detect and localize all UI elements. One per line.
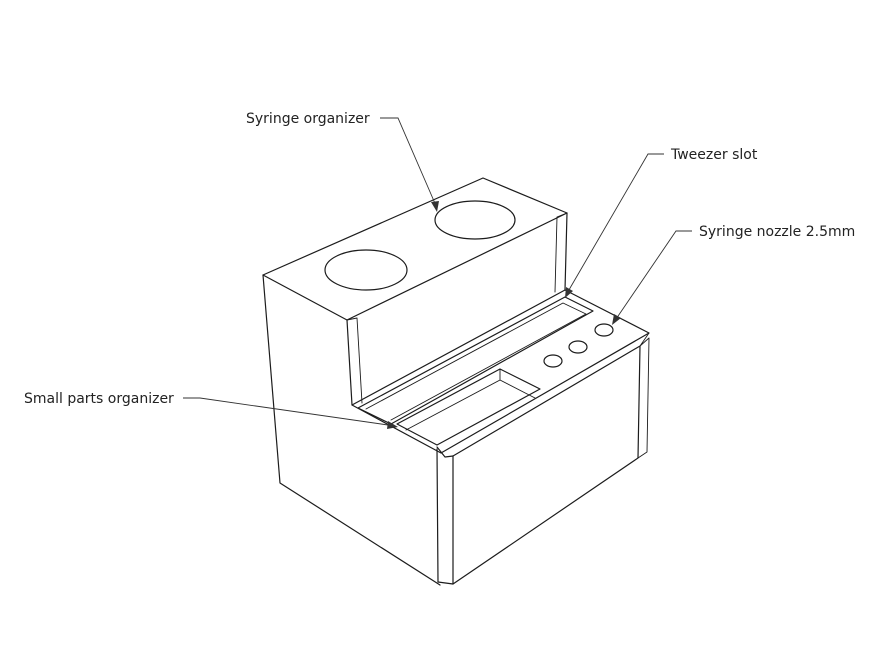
tall-block-front-chamfer: [346, 212, 568, 404]
small-parts-pocket-inner: [405, 368, 536, 431]
syringe-hole-left: [324, 249, 408, 291]
leader-small-parts: [183, 397, 396, 427]
low-section-corner-chamfer: [436, 446, 454, 458]
arrowhead-small-parts: [387, 421, 398, 429]
nozzle-hole-2: [568, 340, 588, 354]
nozzle-hole-1: [543, 354, 563, 368]
low-section-right-face: [437, 345, 641, 585]
tall-block-top-face: [262, 177, 568, 321]
label-syringe-organizer: Syringe organizer: [246, 111, 370, 127]
label-syringe-nozzle: Syringe nozzle 2.5mm: [699, 224, 855, 240]
low-section: [351, 289, 650, 585]
nozzle-hole-3: [594, 323, 614, 337]
label-small-parts-organizer: Small parts organizer: [24, 391, 174, 407]
leader-syringe-nozzle: [613, 230, 692, 323]
leader-syringe-organizer: [380, 117, 438, 209]
tall-block: [262, 177, 568, 586]
low-section-right-chamfer: [637, 332, 650, 459]
arrowhead-tweezer-slot: [565, 287, 573, 298]
leader-tweezer-slot: [565, 153, 664, 296]
tall-block-front-face: [346, 212, 568, 406]
syringe-hole-right: [434, 200, 516, 240]
arrowhead-syringe-nozzle: [612, 314, 621, 325]
arrowhead-syringe-organizer: [431, 201, 439, 212]
low-section-front-edge: [436, 448, 454, 585]
small-parts-pocket: [396, 368, 541, 446]
tall-block-left-face: [262, 274, 441, 586]
tweezer-slot-inner: [365, 302, 587, 421]
callout-leaders: [183, 117, 692, 429]
callout-labels: Syringe organizer Tweezer slot Syringe n…: [24, 111, 855, 407]
label-tweezer-slot: Tweezer slot: [670, 147, 758, 163]
tweezer-slot: [357, 296, 594, 425]
